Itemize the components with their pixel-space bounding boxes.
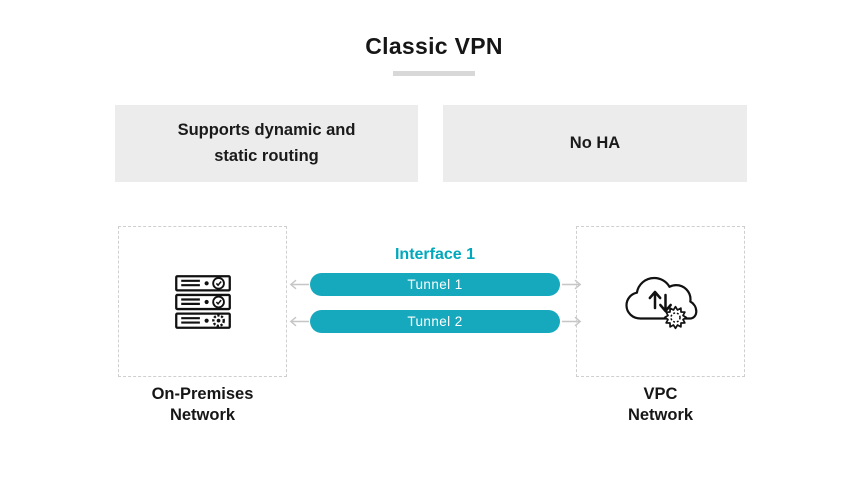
arrow-left-icon — [289, 279, 309, 290]
feature-box-no-ha: No HA — [443, 105, 747, 182]
feature-box-dynamic-routing: Supports dynamic and static routing — [115, 105, 418, 182]
arrow-left-icon — [289, 316, 309, 327]
page-title: Classic VPN — [365, 33, 503, 59]
title-underline — [393, 71, 475, 76]
feature-label: No HA — [569, 133, 621, 152]
tunnel-2-pill: Tunnel 2 — [310, 310, 560, 333]
tunnel-1-pill: Tunnel 1 — [310, 273, 560, 296]
interface-label: Interface 1 — [394, 246, 476, 263]
on-premises-network-box — [118, 226, 287, 377]
vpc-network-box — [576, 226, 745, 377]
tunnel-label: Tunnel 2 — [407, 314, 463, 329]
tunnel-label: Tunnel 1 — [407, 277, 463, 292]
on-premises-network-label: On-Premises Network — [151, 385, 254, 425]
vpc-network-label: VPC Network — [627, 385, 694, 425]
server-stack-icon — [174, 274, 231, 329]
feature-label: Supports dynamic and static routing — [177, 120, 356, 165]
cloud-sync-gear-icon — [624, 276, 697, 329]
